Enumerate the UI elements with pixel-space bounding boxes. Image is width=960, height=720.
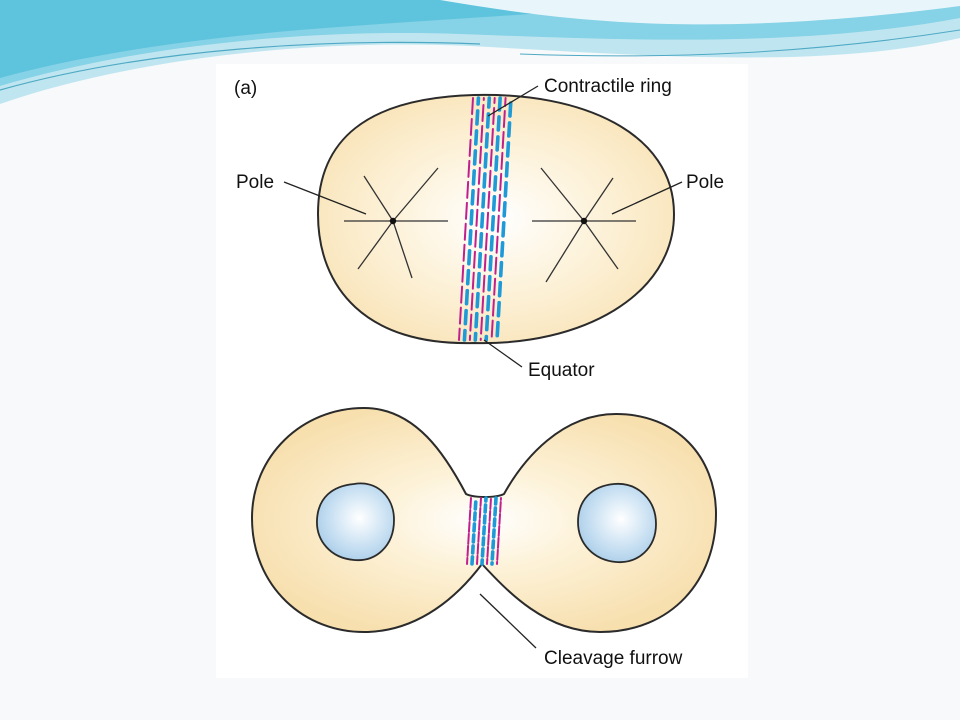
left-pole-centrosome xyxy=(389,217,397,225)
right-pole-aster xyxy=(532,167,636,283)
left-daughter-nucleus xyxy=(316,482,395,561)
header-swoosh-decoration xyxy=(0,0,960,104)
filament-strand xyxy=(486,497,492,565)
filament-strand xyxy=(484,96,502,342)
equator-leader-line xyxy=(483,339,523,368)
equator-label: Equator xyxy=(528,360,595,381)
filament-strand xyxy=(490,496,498,566)
pole-left-leader-line xyxy=(283,181,367,215)
filament-strand xyxy=(458,97,474,341)
filament-strand xyxy=(470,496,478,566)
contractile-ring-filaments xyxy=(458,96,513,342)
filament-strand xyxy=(479,97,496,341)
filament-strand xyxy=(476,497,482,565)
pole-right-label: Pole xyxy=(686,172,724,193)
filament-strand xyxy=(466,497,472,565)
filament-strand xyxy=(468,97,485,341)
filament-strand xyxy=(473,96,492,342)
filament-strand xyxy=(496,497,502,565)
cleavage-furrow-label: Cleavage furrow xyxy=(544,648,683,669)
cleavage-furrow-leader-line xyxy=(479,593,537,649)
right-daughter-nucleus xyxy=(577,483,657,563)
filament-strand xyxy=(490,97,507,341)
contractile-ring-label: Contractile ring xyxy=(544,76,672,97)
constricted-ring-filaments xyxy=(466,496,502,566)
pole-right-leader-line xyxy=(611,181,683,215)
filament-strand xyxy=(462,96,481,342)
filament-strand xyxy=(480,496,488,566)
pole-left-label: Pole xyxy=(236,172,274,193)
contractile-ring-leader-line xyxy=(487,85,539,117)
right-pole-centrosome xyxy=(580,217,588,225)
panel-label: (a) xyxy=(234,78,257,99)
dividing-cell-outline xyxy=(316,93,676,345)
left-pole-aster xyxy=(344,167,448,279)
cytokinesis-diagram: (a) xyxy=(234,76,724,669)
